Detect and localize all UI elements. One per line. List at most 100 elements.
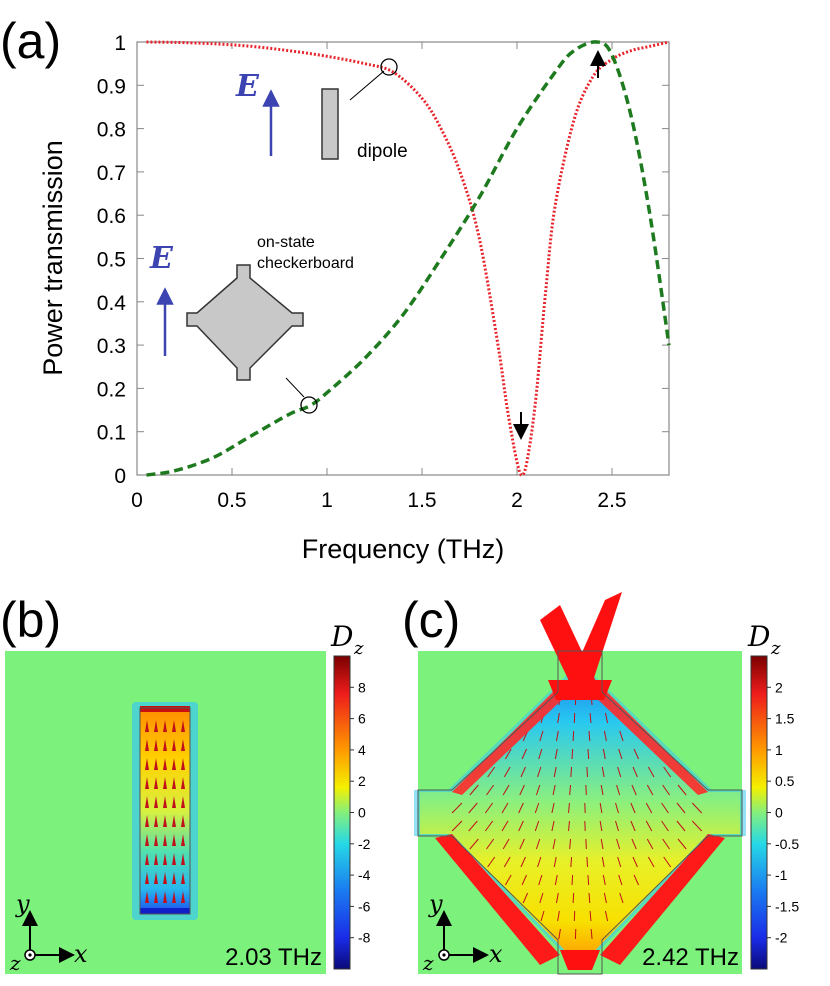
diamond-field xyxy=(420,668,740,966)
field-arrow xyxy=(661,820,669,832)
colorbar-tick-label: 4 xyxy=(358,742,366,758)
x-axis-label: Frequency (THz) xyxy=(302,534,505,564)
z-axis-glyph-dot xyxy=(28,953,32,957)
field-arrow xyxy=(647,766,655,778)
y-tick-label: 0.5 xyxy=(97,249,126,272)
field-arrow xyxy=(501,802,509,814)
x-tick-label: 2 xyxy=(511,489,523,512)
panel-a-label: (a) xyxy=(0,13,61,69)
checker-marker-circle xyxy=(300,396,318,414)
field-arrow xyxy=(599,820,603,832)
field-arrow xyxy=(646,838,654,850)
field-arrow xyxy=(618,748,623,760)
dipole-inset: E dipole xyxy=(235,58,408,162)
colorbar-tick-label: -4 xyxy=(358,867,371,883)
field-arrow xyxy=(571,748,574,760)
field-map-b: 2.03 THz xyxy=(5,651,326,974)
field-arrow xyxy=(154,720,158,732)
field-arrow xyxy=(619,730,624,742)
field-arrow xyxy=(537,766,542,778)
field-arrow xyxy=(521,874,527,886)
colorbar-tick-label: -1.5 xyxy=(775,898,799,914)
field-arrow xyxy=(603,892,607,904)
field-arrow xyxy=(661,802,669,814)
colorbar-tick-label: 8 xyxy=(358,679,366,695)
y-tick-label: 0.6 xyxy=(97,205,126,228)
field-arrow xyxy=(172,758,176,770)
field-arrow xyxy=(163,872,167,884)
field-arrow xyxy=(145,720,149,732)
colorbar-tick-label: 0 xyxy=(358,805,366,821)
field-arrow xyxy=(181,891,185,903)
field-arrow xyxy=(677,838,687,850)
field-arrow xyxy=(172,796,176,808)
field-arrow xyxy=(617,766,622,778)
x-tick-label: 0.5 xyxy=(217,489,246,512)
field-arrow xyxy=(484,802,494,814)
field-arrow xyxy=(554,874,558,886)
dipole-rim-top xyxy=(140,706,190,712)
checkerboard-shape xyxy=(186,264,304,381)
field-arrow xyxy=(569,784,571,796)
field-arrow xyxy=(502,838,510,850)
axis-x-label-b: x xyxy=(74,940,88,968)
field-arrow xyxy=(570,856,573,868)
field-arrow xyxy=(600,784,604,796)
field-arrow xyxy=(518,820,524,832)
field-arrow xyxy=(539,892,544,904)
field-arrow xyxy=(518,802,524,814)
bottom-flux-burst xyxy=(560,950,600,970)
field-map-c: 2.42 THz xyxy=(414,592,746,975)
field-arrow xyxy=(504,748,512,760)
colorbar-c: D z 21.510.50-0.5-1-1.5-2 xyxy=(747,620,799,970)
field-arrow xyxy=(619,892,624,904)
field-arrow xyxy=(602,874,606,886)
field-arrow xyxy=(645,820,653,832)
field-arrow xyxy=(181,777,185,789)
field-arrow xyxy=(145,891,149,903)
field-arrow xyxy=(468,802,478,814)
field-arrow xyxy=(522,892,529,904)
diamond-arrow-field xyxy=(451,694,703,940)
field-arrow xyxy=(630,820,636,832)
field-arrow xyxy=(538,874,543,886)
y-tick-label: 0.2 xyxy=(97,378,126,401)
field-arrow xyxy=(534,802,540,814)
field-arrow xyxy=(587,874,590,886)
colorbar-tick-label: 6 xyxy=(358,711,366,727)
field-arrow xyxy=(484,820,494,832)
field-arrow xyxy=(537,856,542,868)
colorbar-title-b: D xyxy=(330,620,353,653)
colorbar-tick-label: -1 xyxy=(775,867,788,883)
field-arrow xyxy=(503,766,511,778)
field-arrow xyxy=(599,802,603,814)
field-arrow xyxy=(154,739,158,751)
field-arrow xyxy=(172,815,176,827)
axis-z-label-c: z xyxy=(422,951,434,975)
field-arrow xyxy=(172,777,176,789)
y-tick-label: 0.9 xyxy=(97,75,126,98)
field-arrow xyxy=(663,856,672,868)
field-arrow xyxy=(616,784,621,796)
field-arrow xyxy=(181,796,185,808)
checker-label-1: on-state xyxy=(257,234,315,251)
field-arrow xyxy=(154,853,158,865)
field-arrow xyxy=(172,739,176,751)
field-arrow xyxy=(632,766,638,778)
curve-group xyxy=(146,40,671,477)
field-arrow xyxy=(589,712,592,724)
checker-leader-line xyxy=(285,377,305,398)
field-arrow xyxy=(601,856,605,868)
field-arrow xyxy=(553,856,557,868)
field-arrow xyxy=(631,784,637,796)
field-arrow xyxy=(145,872,149,884)
field-arrow xyxy=(630,802,636,814)
field-arrow xyxy=(451,820,463,832)
dipole-shape xyxy=(321,88,339,160)
colorbar-tick-label: -6 xyxy=(358,898,371,914)
field-arrow xyxy=(154,758,158,770)
colorbar-tick-label: 2 xyxy=(358,773,366,789)
